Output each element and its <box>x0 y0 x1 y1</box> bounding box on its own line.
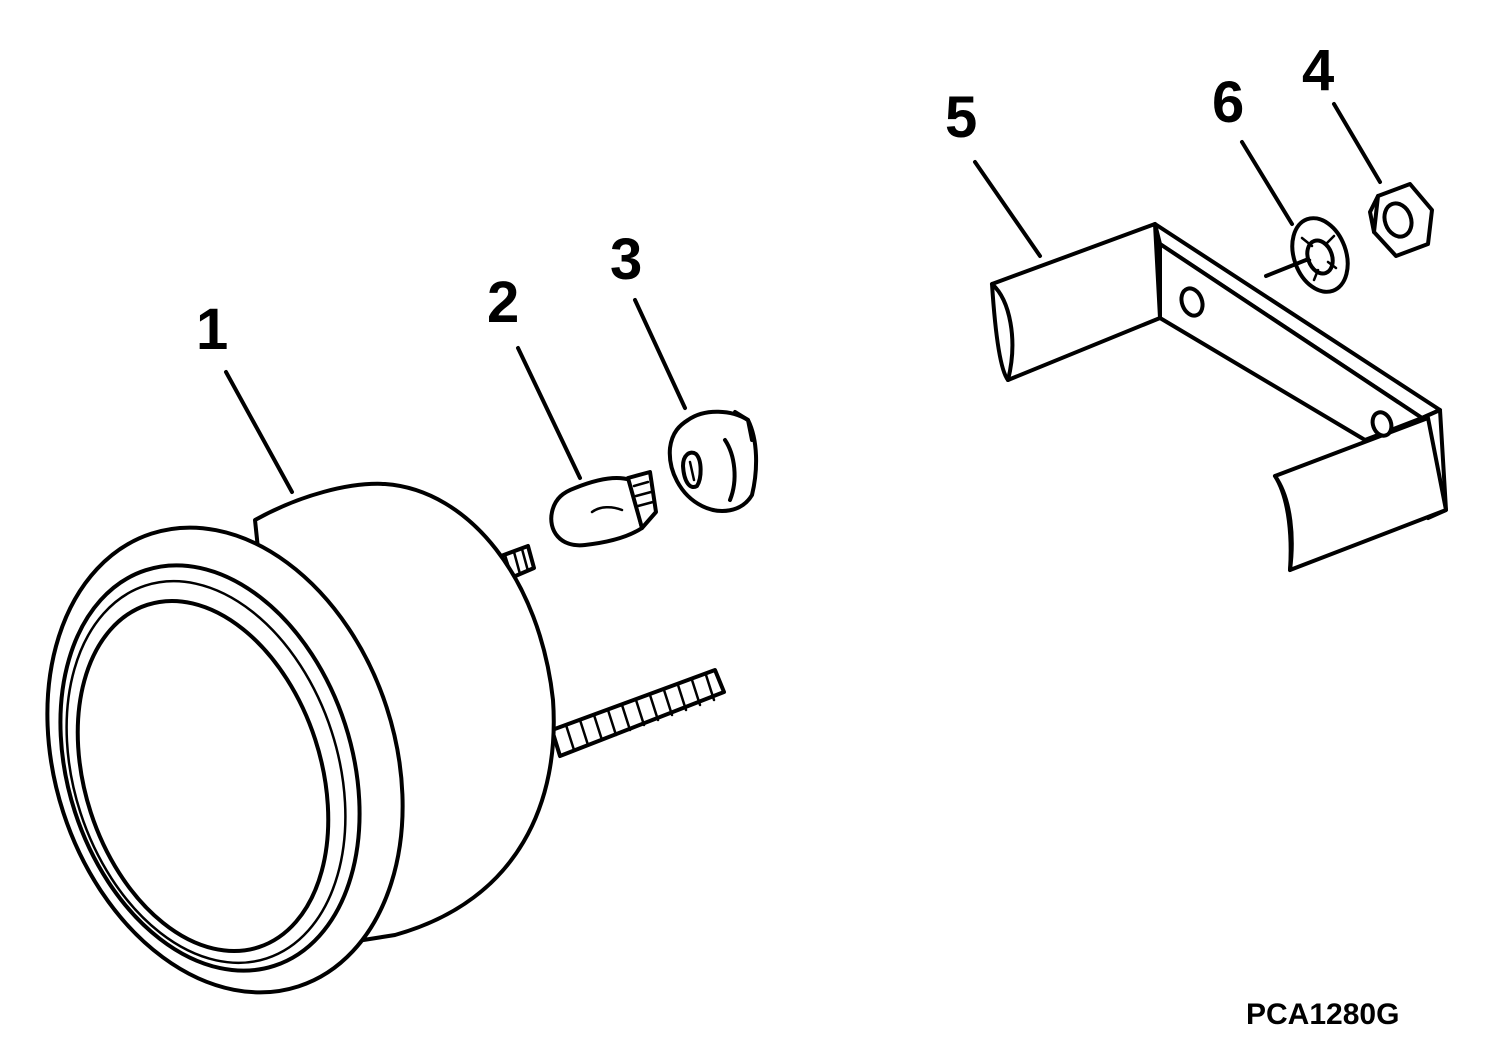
leader-6b <box>1264 258 1308 278</box>
leader-1 <box>224 370 294 494</box>
nut-part <box>1368 182 1434 258</box>
leader-lines <box>224 102 1382 494</box>
leader-3 <box>633 298 687 410</box>
gauge-long-stud <box>550 668 726 758</box>
callout-5: 5 <box>945 85 977 150</box>
gauge-lens <box>75 598 331 954</box>
bulb-socket-part <box>667 409 759 513</box>
leader-6 <box>1240 140 1294 226</box>
callout-6: 6 <box>1212 70 1244 135</box>
bulb-part <box>549 470 658 548</box>
bracket-part <box>990 222 1448 572</box>
callout-4: 4 <box>1302 38 1334 103</box>
callout-1: 1 <box>196 297 228 362</box>
leader-4 <box>1332 102 1382 184</box>
leader-5 <box>973 160 1042 258</box>
leader-2 <box>516 346 582 480</box>
callout-3: 3 <box>610 227 642 292</box>
drawing-code: PCA1280G <box>1246 998 1399 1031</box>
gauge-part <box>45 481 726 995</box>
callout-2: 2 <box>487 270 519 335</box>
